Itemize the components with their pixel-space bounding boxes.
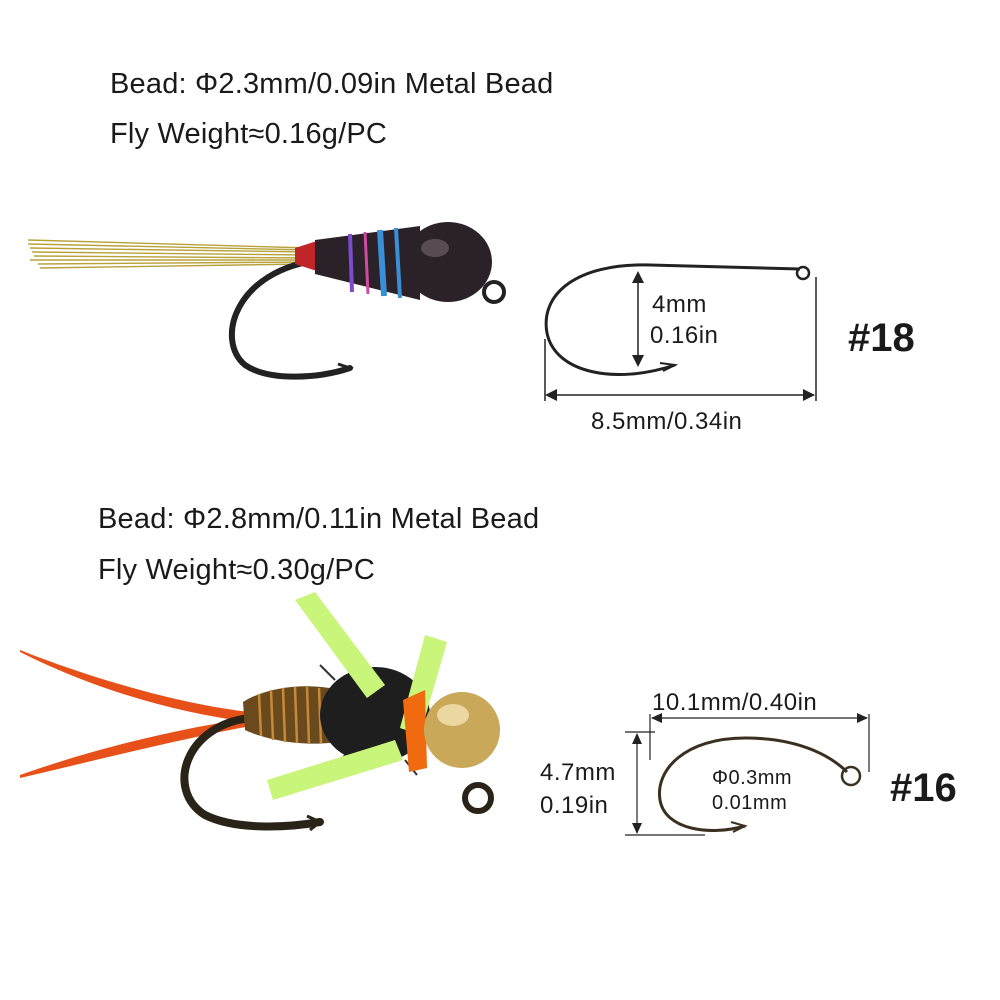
fly18-thread (295, 240, 320, 272)
fly16-hook (180, 714, 324, 831)
fly16-tail (20, 650, 250, 722)
fly16-hook-eye (462, 782, 494, 814)
fly18-hook (228, 257, 353, 380)
fly16-image (20, 592, 500, 832)
fly18-weight-spec: Fly Weight≈0.16g/PC (110, 118, 388, 150)
fly16-wire-mm: Φ0.3mm (712, 767, 793, 789)
fly18-hook-diagram (544, 263, 817, 401)
fly16-bead (424, 692, 500, 768)
fly16-diagram-hook (657, 736, 849, 832)
fly18-hook-eye (482, 280, 506, 304)
fly16-gap-in: 0.19in (540, 792, 609, 819)
fly18-bead (404, 222, 492, 302)
fly16-wire-in: 0.01mm (712, 792, 788, 814)
fly18-hook-size: #18 (848, 316, 915, 360)
fly16-gap-mm: 4.7mm (540, 759, 616, 786)
fly16-hook-diagram (625, 713, 870, 836)
fly18-gap-in: 0.16in (650, 322, 719, 349)
fly18-bead-spec: Bead: Φ2.3mm/0.09in Metal Bead (110, 68, 554, 100)
fly18-diagram-hook (544, 263, 801, 376)
fly18-tail (27, 239, 311, 269)
fly18-length: 8.5mm/0.34in (591, 408, 743, 435)
fly16-hook-size: #16 (890, 766, 957, 810)
fly16-bead-spec: Bead: Φ2.8mm/0.11in Metal Bead (98, 503, 540, 535)
fly18-gap-mm: 4mm (652, 291, 707, 318)
fly16-length: 10.1mm/0.40in (652, 689, 818, 716)
fly16-weight-spec: Fly Weight≈0.30g/PC (98, 554, 376, 586)
fly18-image (27, 222, 506, 380)
fly16-hackle (320, 667, 430, 763)
